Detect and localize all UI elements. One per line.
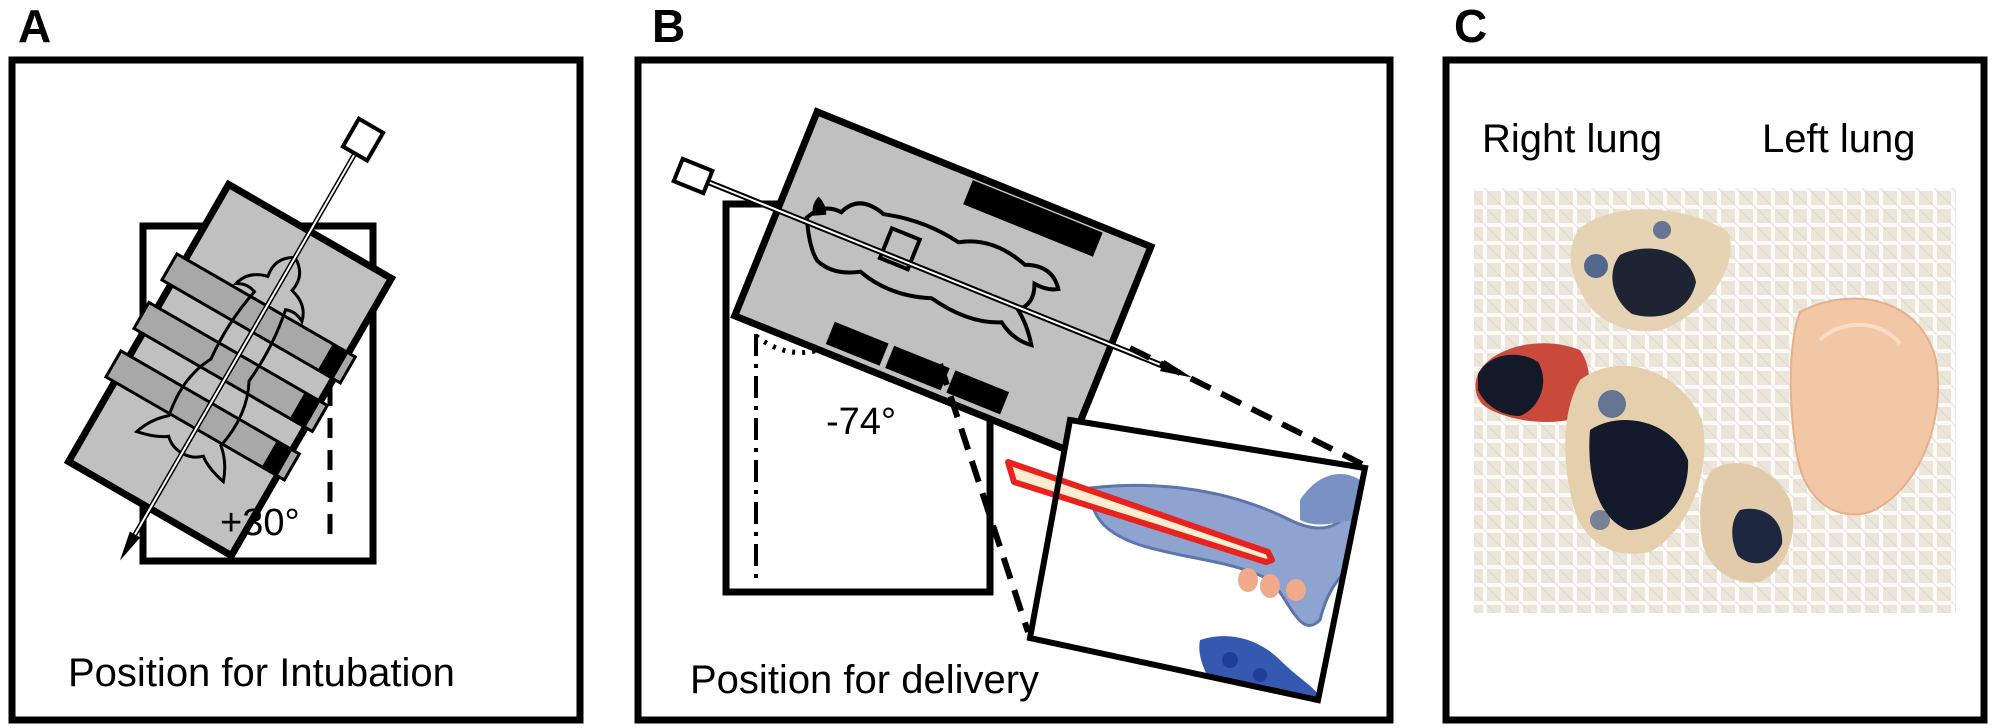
zoom-line	[1128, 345, 1364, 467]
inset-frame	[1026, 416, 1369, 704]
bronchiole	[1222, 652, 1238, 668]
angle-a-label: +30°	[220, 502, 300, 544]
catheter-line-inner	[707, 181, 1163, 367]
board-bar-bottom	[946, 370, 1010, 415]
board-bar-bottom	[825, 321, 889, 366]
panel-a-frame	[8, 56, 584, 724]
board-bar-bottom	[885, 345, 950, 391]
droplet	[1260, 574, 1280, 598]
droplet	[1238, 568, 1258, 592]
chest-marker	[877, 225, 923, 272]
strap-clip	[317, 343, 349, 379]
mouse-outline	[804, 201, 1061, 348]
panel-b-letter: B	[652, 0, 685, 52]
dye-spot	[1590, 510, 1610, 530]
angle-b-label: -74°	[826, 401, 896, 443]
panel-c-letter: C	[1454, 0, 1487, 52]
right-lung-label: Right lung	[1482, 117, 1662, 161]
catheter-hub	[671, 156, 715, 196]
board-a	[63, 116, 397, 561]
lung-photo	[1474, 188, 1956, 613]
dye-spot	[1653, 221, 1671, 239]
zoom-line	[937, 363, 1031, 633]
panel-a: A +30° Position for Intubat	[8, 0, 584, 724]
panel-c: C Right lung Left lung	[1442, 0, 1988, 724]
dye-stain	[1612, 248, 1696, 317]
droplet	[1286, 579, 1306, 601]
inset-airway	[1005, 416, 1369, 704]
panel-b-caption: Position for delivery	[690, 658, 1039, 702]
dye-spot	[1584, 254, 1608, 278]
panel-b: B	[634, 0, 1394, 724]
strap-clip	[261, 440, 293, 476]
board-bar-top	[963, 180, 1103, 257]
bronchiole	[1253, 668, 1267, 682]
dye-stain	[1478, 354, 1544, 416]
inset-catheter	[1005, 459, 1275, 565]
board-b	[671, 107, 1192, 456]
catheter-line-inner	[134, 152, 356, 536]
mouse-head	[812, 196, 827, 216]
panel-a-caption: Position for Intubation	[68, 651, 455, 695]
panel-a-letter: A	[18, 0, 51, 52]
dye-spot	[1598, 390, 1626, 418]
panel-c-frame	[1442, 56, 1988, 724]
strap-clip	[289, 392, 321, 428]
panel-b-frame	[634, 56, 1394, 724]
catheter-hub	[340, 116, 386, 164]
dye-stain	[1732, 508, 1783, 564]
board-b-plate	[730, 107, 1156, 456]
airway-branch	[1300, 474, 1360, 525]
lung-highlight	[1818, 322, 1902, 346]
needle-tip	[120, 531, 141, 561]
left-lung	[1789, 297, 1940, 516]
dye-stain	[1589, 420, 1689, 530]
left-lung-label: Left lung	[1762, 117, 1915, 161]
